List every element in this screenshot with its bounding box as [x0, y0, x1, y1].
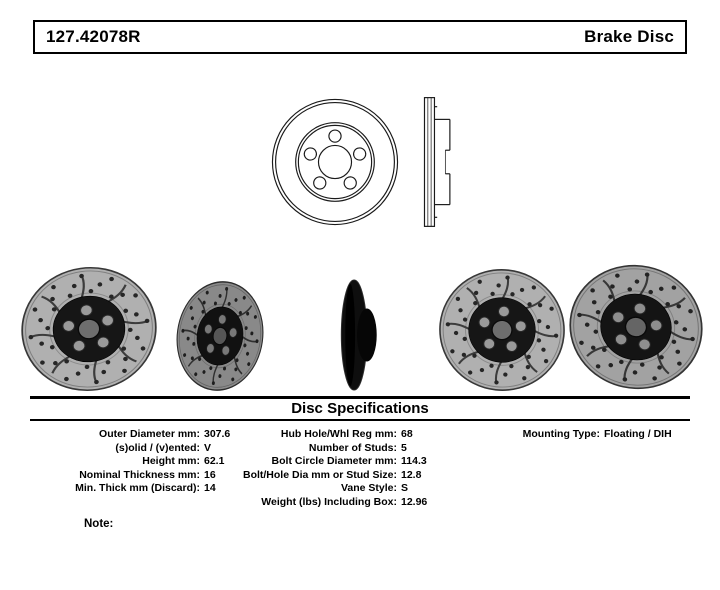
- spec-row: Bolt Circle Diameter mm: 114.3: [230, 455, 427, 469]
- spec-divider-bottom: [30, 419, 690, 421]
- rotor-photo-tilted: [169, 274, 272, 397]
- spec-value: 16: [204, 468, 216, 481]
- spec-value: S: [401, 482, 409, 495]
- header-bar: 127.42078R Brake Disc: [33, 20, 687, 54]
- rotor-photo-edge-view: [340, 279, 377, 391]
- spec-row: Number of Studs: 5: [230, 442, 427, 456]
- spec-label: Number of Studs:: [308, 441, 397, 454]
- spec-divider-top: [30, 396, 690, 399]
- spec-value: 62.1: [204, 455, 225, 468]
- spec-column-middle: Hub Hole/Whl Reg mm: 68 Number of Studs:…: [230, 428, 427, 510]
- spec-value: 114.3: [401, 455, 427, 468]
- brake-disc-cross-section-drawing: [423, 97, 451, 227]
- spec-label: Height mm:: [142, 455, 200, 468]
- spec-label: Weight (lbs) Including Box:: [261, 495, 397, 508]
- spec-row: Outer Diameter mm: 307.6: [40, 428, 230, 442]
- spec-label: Bolt Circle Diameter mm:: [271, 455, 397, 468]
- rotor-photo-angled-right: [556, 251, 715, 403]
- spec-row: Hub Hole/Whl Reg mm: 68: [230, 428, 427, 442]
- note-label: Note:: [84, 518, 114, 530]
- spec-label: Outer Diameter mm:: [99, 428, 200, 440]
- spec-value: 68: [401, 428, 413, 440]
- spec-label: (s)olid / (v)ented:: [115, 441, 200, 454]
- spec-row: Vane Style: S: [230, 482, 427, 496]
- rotor-photo-angled-left: [12, 257, 166, 401]
- part-number: 127.42078R: [46, 27, 141, 46]
- product-name: Brake Disc: [584, 27, 674, 46]
- spec-row: Min. Thick mm (Discard): 14: [40, 482, 230, 496]
- rotor-photo-front-angled: [432, 262, 572, 399]
- spec-label: Nominal Thickness mm:: [79, 468, 200, 481]
- spec-value: 14: [204, 482, 216, 495]
- spec-value: 12.96: [401, 495, 428, 508]
- brake-disc-front-drawing: [271, 98, 399, 226]
- spec-value: 12.8: [401, 468, 422, 481]
- spec-row: Mounting Type: Floating / DIH: [500, 428, 672, 442]
- spec-label: Hub Hole/Whl Reg mm:: [280, 428, 397, 440]
- spec-column-right: Mounting Type: Floating / DIH: [500, 428, 672, 442]
- spec-value: 5: [401, 441, 407, 454]
- spec-row: Height mm: 62.1: [40, 455, 230, 469]
- spec-section-title: Disc Specifications: [291, 400, 429, 417]
- spec-row: Weight (lbs) Including Box: 12.96: [230, 496, 427, 510]
- spec-value: Floating / DIH: [604, 428, 672, 440]
- spec-column-left: Outer Diameter mm: 307.6 (s)olid / (v)en…: [40, 428, 230, 496]
- spec-row: Nominal Thickness mm: 16: [40, 469, 230, 483]
- spec-value: V: [204, 441, 212, 454]
- spec-label: Vane Style:: [340, 482, 397, 495]
- spec-label: Mounting Type:: [522, 428, 600, 440]
- spec-row: Bolt/Hole Dia mm or Stud Size: 12.8: [230, 469, 427, 483]
- spec-label: Bolt/Hole Dia mm or Stud Size:: [242, 468, 397, 481]
- spec-label: Min. Thick mm (Discard):: [75, 482, 200, 495]
- spec-value: 307.6: [204, 428, 231, 440]
- spec-row: (s)olid / (v)ented: V: [40, 442, 230, 456]
